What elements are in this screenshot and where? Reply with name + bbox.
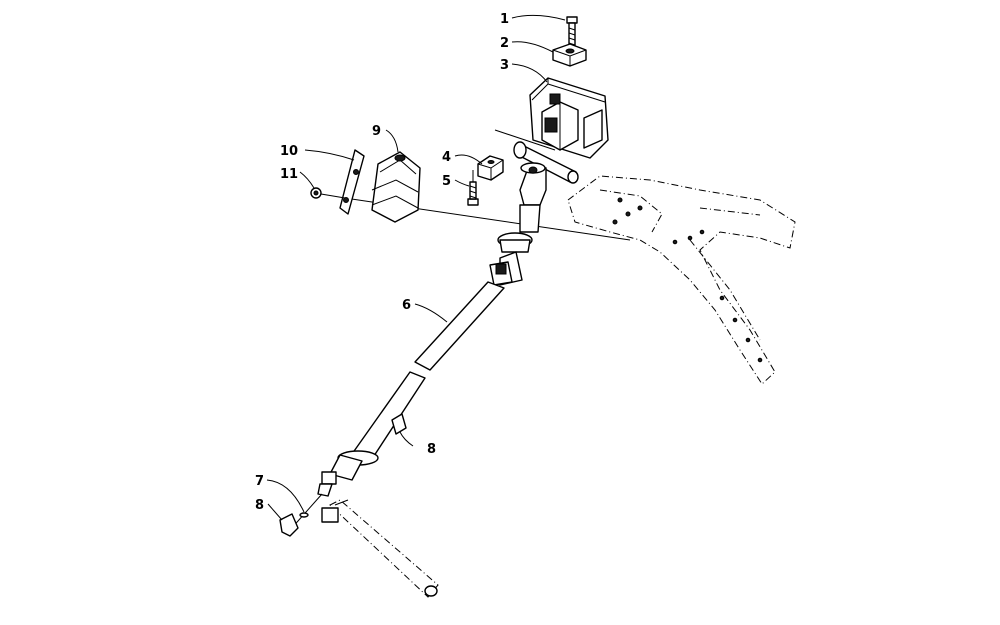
lower-shaft xyxy=(321,499,439,598)
screw-part-11 xyxy=(310,187,346,199)
bolt-part-5 xyxy=(467,170,479,206)
callout-8-upper: 8 xyxy=(427,442,436,457)
nut-part-8-lower xyxy=(279,513,299,537)
callout-1: 1 xyxy=(500,12,509,27)
clamp-part-9 xyxy=(371,151,421,223)
plate-part-10 xyxy=(339,149,365,215)
callout-8-lower: 8 xyxy=(255,498,264,513)
callout-11: 11 xyxy=(280,167,298,182)
clamp-part-4 xyxy=(477,155,504,181)
mount-block-part-3 xyxy=(494,77,609,159)
clamp-cap-part-2 xyxy=(552,43,587,67)
upper-steering-column xyxy=(489,141,579,286)
callout-4: 4 xyxy=(442,150,451,165)
clip-part-8-upper xyxy=(391,413,407,435)
callout-9: 9 xyxy=(372,124,381,139)
bolt-part-1 xyxy=(566,16,578,49)
steering-shaft-part-6 xyxy=(317,281,505,497)
callout-labels: 1 2 3 4 5 6 7 8 8 9 10 11 xyxy=(255,12,509,513)
callout-10: 10 xyxy=(280,144,298,159)
vehicle-frame xyxy=(567,175,796,385)
callout-2: 2 xyxy=(500,36,509,51)
callout-3: 3 xyxy=(500,58,509,73)
callout-5: 5 xyxy=(442,174,451,189)
callout-7: 7 xyxy=(255,474,264,489)
callout-6: 6 xyxy=(402,298,411,313)
leader-lines xyxy=(266,14,566,521)
